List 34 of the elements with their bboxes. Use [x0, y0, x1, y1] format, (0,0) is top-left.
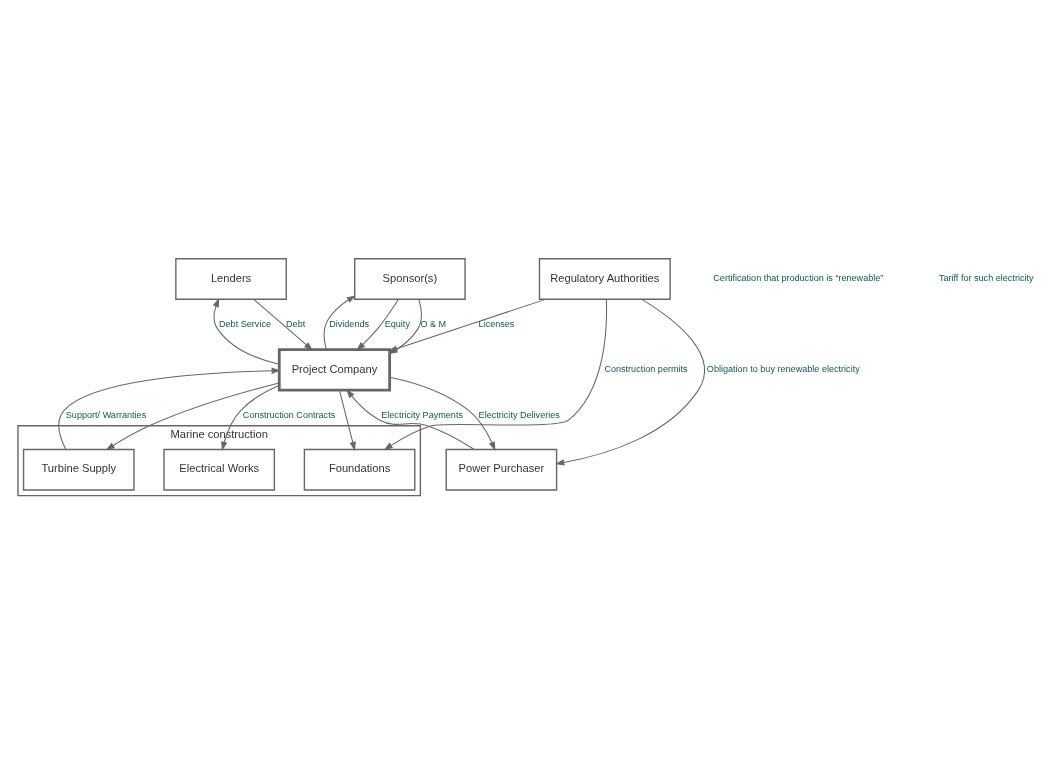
edge-label: Equity [384, 318, 410, 329]
node-box: Foundations [303, 448, 416, 491]
edge-label: Debt Service [219, 318, 272, 329]
edge-label: O & M [420, 318, 447, 329]
edge-label: Licenses [478, 318, 515, 329]
edge-label: Dividends [329, 318, 370, 329]
edge-label: Construction Contracts [242, 409, 336, 420]
node-box: Turbine Supply [22, 448, 135, 491]
edge-label: Support/ Warranties [65, 409, 147, 420]
arrow [58, 367, 281, 450]
label: Certification that production is “renewable” [713, 272, 884, 283]
node-box: Project Company [277, 347, 392, 392]
edge-label: Debt [286, 318, 306, 329]
edge-label: Electricity Deliveries [478, 409, 560, 420]
label: Tariff for such electricity [938, 272, 1034, 283]
edge-label: Construction permits [604, 363, 688, 374]
edge-label: Electricity Payments [381, 409, 463, 420]
node-box: Sponsor(s) [354, 257, 466, 300]
arrow [212, 297, 280, 365]
node-box: Electrical Works [163, 448, 276, 491]
arrow [338, 389, 356, 451]
arrow [389, 376, 496, 451]
arrow [323, 294, 356, 350]
node-box: Regulatory Authorities [538, 257, 671, 300]
node-box: Lenders [175, 257, 287, 300]
arrow [253, 298, 313, 351]
arrow [356, 298, 399, 351]
arrow [346, 388, 475, 450]
arrow [221, 384, 280, 451]
edge-label: Obligation to buy renewable electricity [706, 363, 860, 374]
arrow [383, 298, 608, 450]
arrow [555, 298, 706, 466]
node-box: Power Purchaser [445, 448, 558, 491]
arrow [105, 381, 280, 450]
